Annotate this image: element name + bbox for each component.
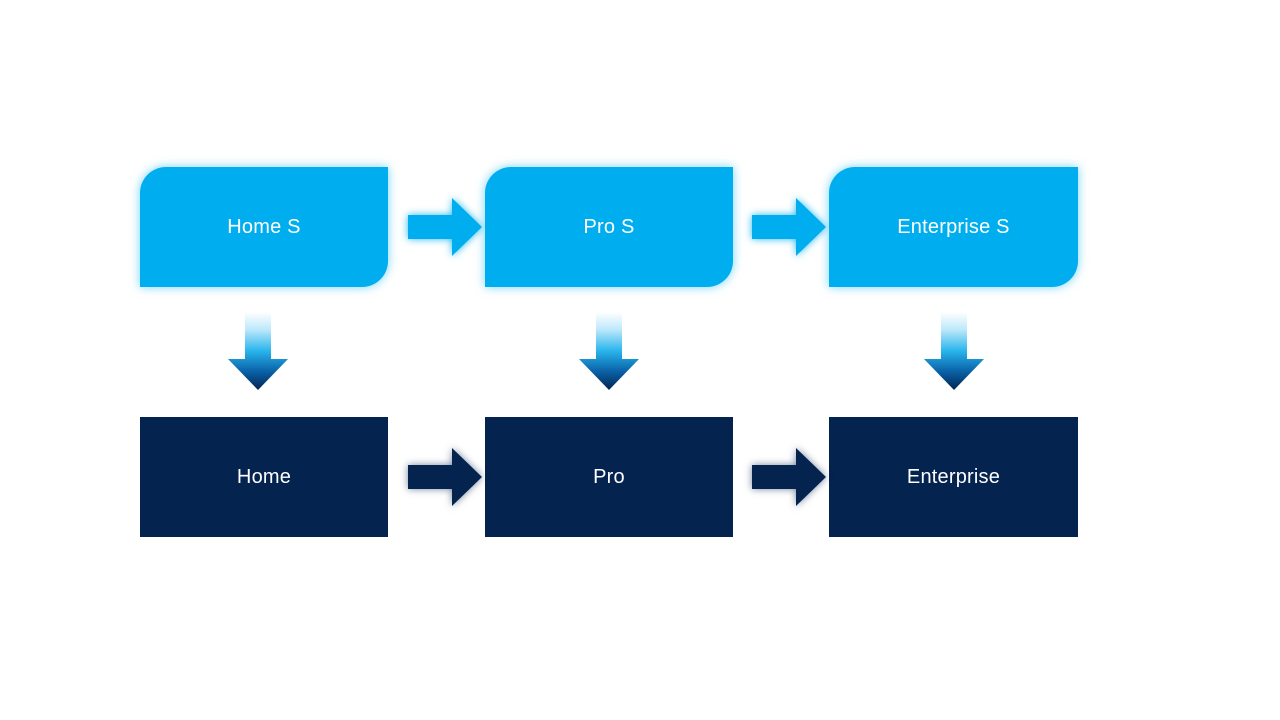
node-label: Enterprise S <box>897 216 1010 238</box>
arrow-down-icon-pro-s-to-pro <box>579 312 639 390</box>
node-pro[interactable]: Pro <box>485 417 733 537</box>
node-enterprise[interactable]: Enterprise <box>829 417 1078 537</box>
arrow-down-icon-enterprise-s-to-enterprise <box>924 312 984 390</box>
arrow-right-icon-home-s-to-pro-s <box>408 198 482 256</box>
node-pro-s[interactable]: Pro S <box>485 167 733 287</box>
node-home[interactable]: Home <box>140 417 388 537</box>
node-label: Pro S <box>583 216 635 238</box>
node-label: Pro <box>593 466 625 488</box>
arrow-right-icon-pro-s-to-enterprise-s <box>752 198 826 256</box>
node-home-s[interactable]: Home S <box>140 167 388 287</box>
arrow-right-icon-pro-to-enterprise <box>752 448 826 506</box>
node-enterprise-s[interactable]: Enterprise S <box>829 167 1078 287</box>
node-label: Home <box>236 466 292 488</box>
arrow-right-icon-home-to-pro <box>408 448 482 506</box>
node-label: Home S <box>227 216 301 238</box>
node-label: Enterprise <box>906 466 1001 488</box>
arrow-down-icon-home-s-to-home <box>228 312 288 390</box>
